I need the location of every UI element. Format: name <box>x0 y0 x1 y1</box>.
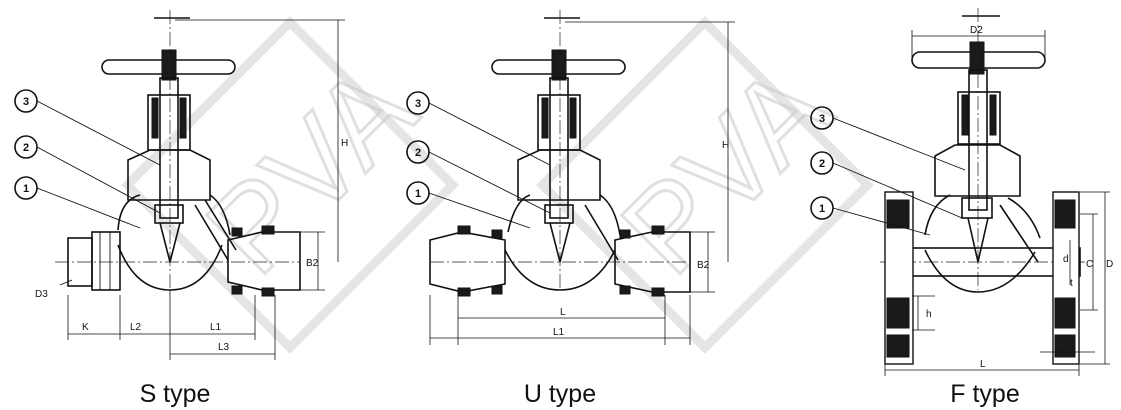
svg-text:H: H <box>341 138 348 149</box>
svg-text:3: 3 <box>819 113 825 125</box>
s-dim-d3: D3 <box>35 279 73 300</box>
valve-body-icon <box>504 194 621 291</box>
callout-3: 3 <box>810 106 966 171</box>
callout-2: 2 <box>14 135 161 214</box>
callout-3: 3 <box>14 89 161 166</box>
u-type-caption: U type <box>524 380 596 408</box>
callout-1: 1 <box>406 181 531 229</box>
f-dim-D: D <box>1106 259 1113 270</box>
s-dim-b2: B2 <box>300 231 325 291</box>
svg-text:L: L <box>980 359 986 370</box>
watermark-right: PVA <box>536 16 874 354</box>
u-dim-h: H <box>565 21 735 262</box>
f-type-valve: D2 <box>810 8 1113 408</box>
svg-text:1: 1 <box>23 183 29 195</box>
svg-text:3: 3 <box>415 98 421 110</box>
f-dim-c: C <box>1086 259 1093 270</box>
svg-text:B2: B2 <box>306 258 319 269</box>
f-dim-t: t <box>1040 340 1095 360</box>
svg-text:h: h <box>926 309 932 320</box>
svg-text:2: 2 <box>819 158 825 170</box>
u-dim-b2: B2 <box>690 231 715 293</box>
svg-text:B2: B2 <box>697 260 710 271</box>
valve-body-icon <box>117 194 237 291</box>
svg-text:1: 1 <box>415 188 421 200</box>
svg-text:L: L <box>560 307 566 318</box>
watermark-text-right: PVA <box>597 41 855 299</box>
svg-text:3: 3 <box>23 96 29 108</box>
svg-text:L1: L1 <box>553 327 565 338</box>
svg-text:t: t <box>1062 347 1065 358</box>
callout-3: 3 <box>406 91 551 166</box>
bonnet-icon <box>934 69 1021 263</box>
bonnet-icon <box>127 77 211 263</box>
left-flange-icon <box>884 191 914 365</box>
handwheel-icon: D2 <box>911 8 1046 290</box>
s-type-valve: 3 2 1 H B2 D3 <box>14 10 348 408</box>
callout-2: 2 <box>406 140 551 214</box>
s-dim-horizontal: K L2 L1 L3 <box>67 290 276 360</box>
callout-1: 1 <box>810 196 931 236</box>
f-dim-t-inner: t <box>1070 278 1073 289</box>
callout-2: 2 <box>810 151 963 219</box>
u-type-valve: 3 2 1 H B2 <box>406 10 735 408</box>
f-dim-l: L <box>884 359 1080 376</box>
callout-1: 1 <box>14 176 141 229</box>
f-dim-d: d <box>1063 254 1069 265</box>
s-dim-h: H <box>175 19 348 262</box>
left-connector-icon <box>429 225 506 297</box>
right-connector-icon <box>430 225 691 297</box>
svg-text:L2: L2 <box>130 322 142 333</box>
s-type-caption: S type <box>140 380 211 408</box>
f-dim-vertical: d C D t <box>1063 191 1113 365</box>
svg-text:2: 2 <box>415 147 421 159</box>
u-dim-horizontal: L L1 <box>429 295 691 345</box>
svg-text:D3: D3 <box>35 289 48 300</box>
svg-text:H: H <box>722 140 729 151</box>
svg-text:L1: L1 <box>210 322 222 333</box>
svg-text:1: 1 <box>819 203 825 215</box>
f-dim-d2: D2 <box>970 25 983 36</box>
left-connector-icon <box>55 231 300 291</box>
bonnet-icon <box>517 77 601 263</box>
f-type-caption: F type <box>950 380 1019 408</box>
svg-text:L3: L3 <box>218 342 230 353</box>
right-flange-icon <box>1052 191 1080 365</box>
svg-text:K: K <box>82 322 89 333</box>
svg-text:2: 2 <box>23 142 29 154</box>
f-dim-h: h <box>912 295 935 331</box>
